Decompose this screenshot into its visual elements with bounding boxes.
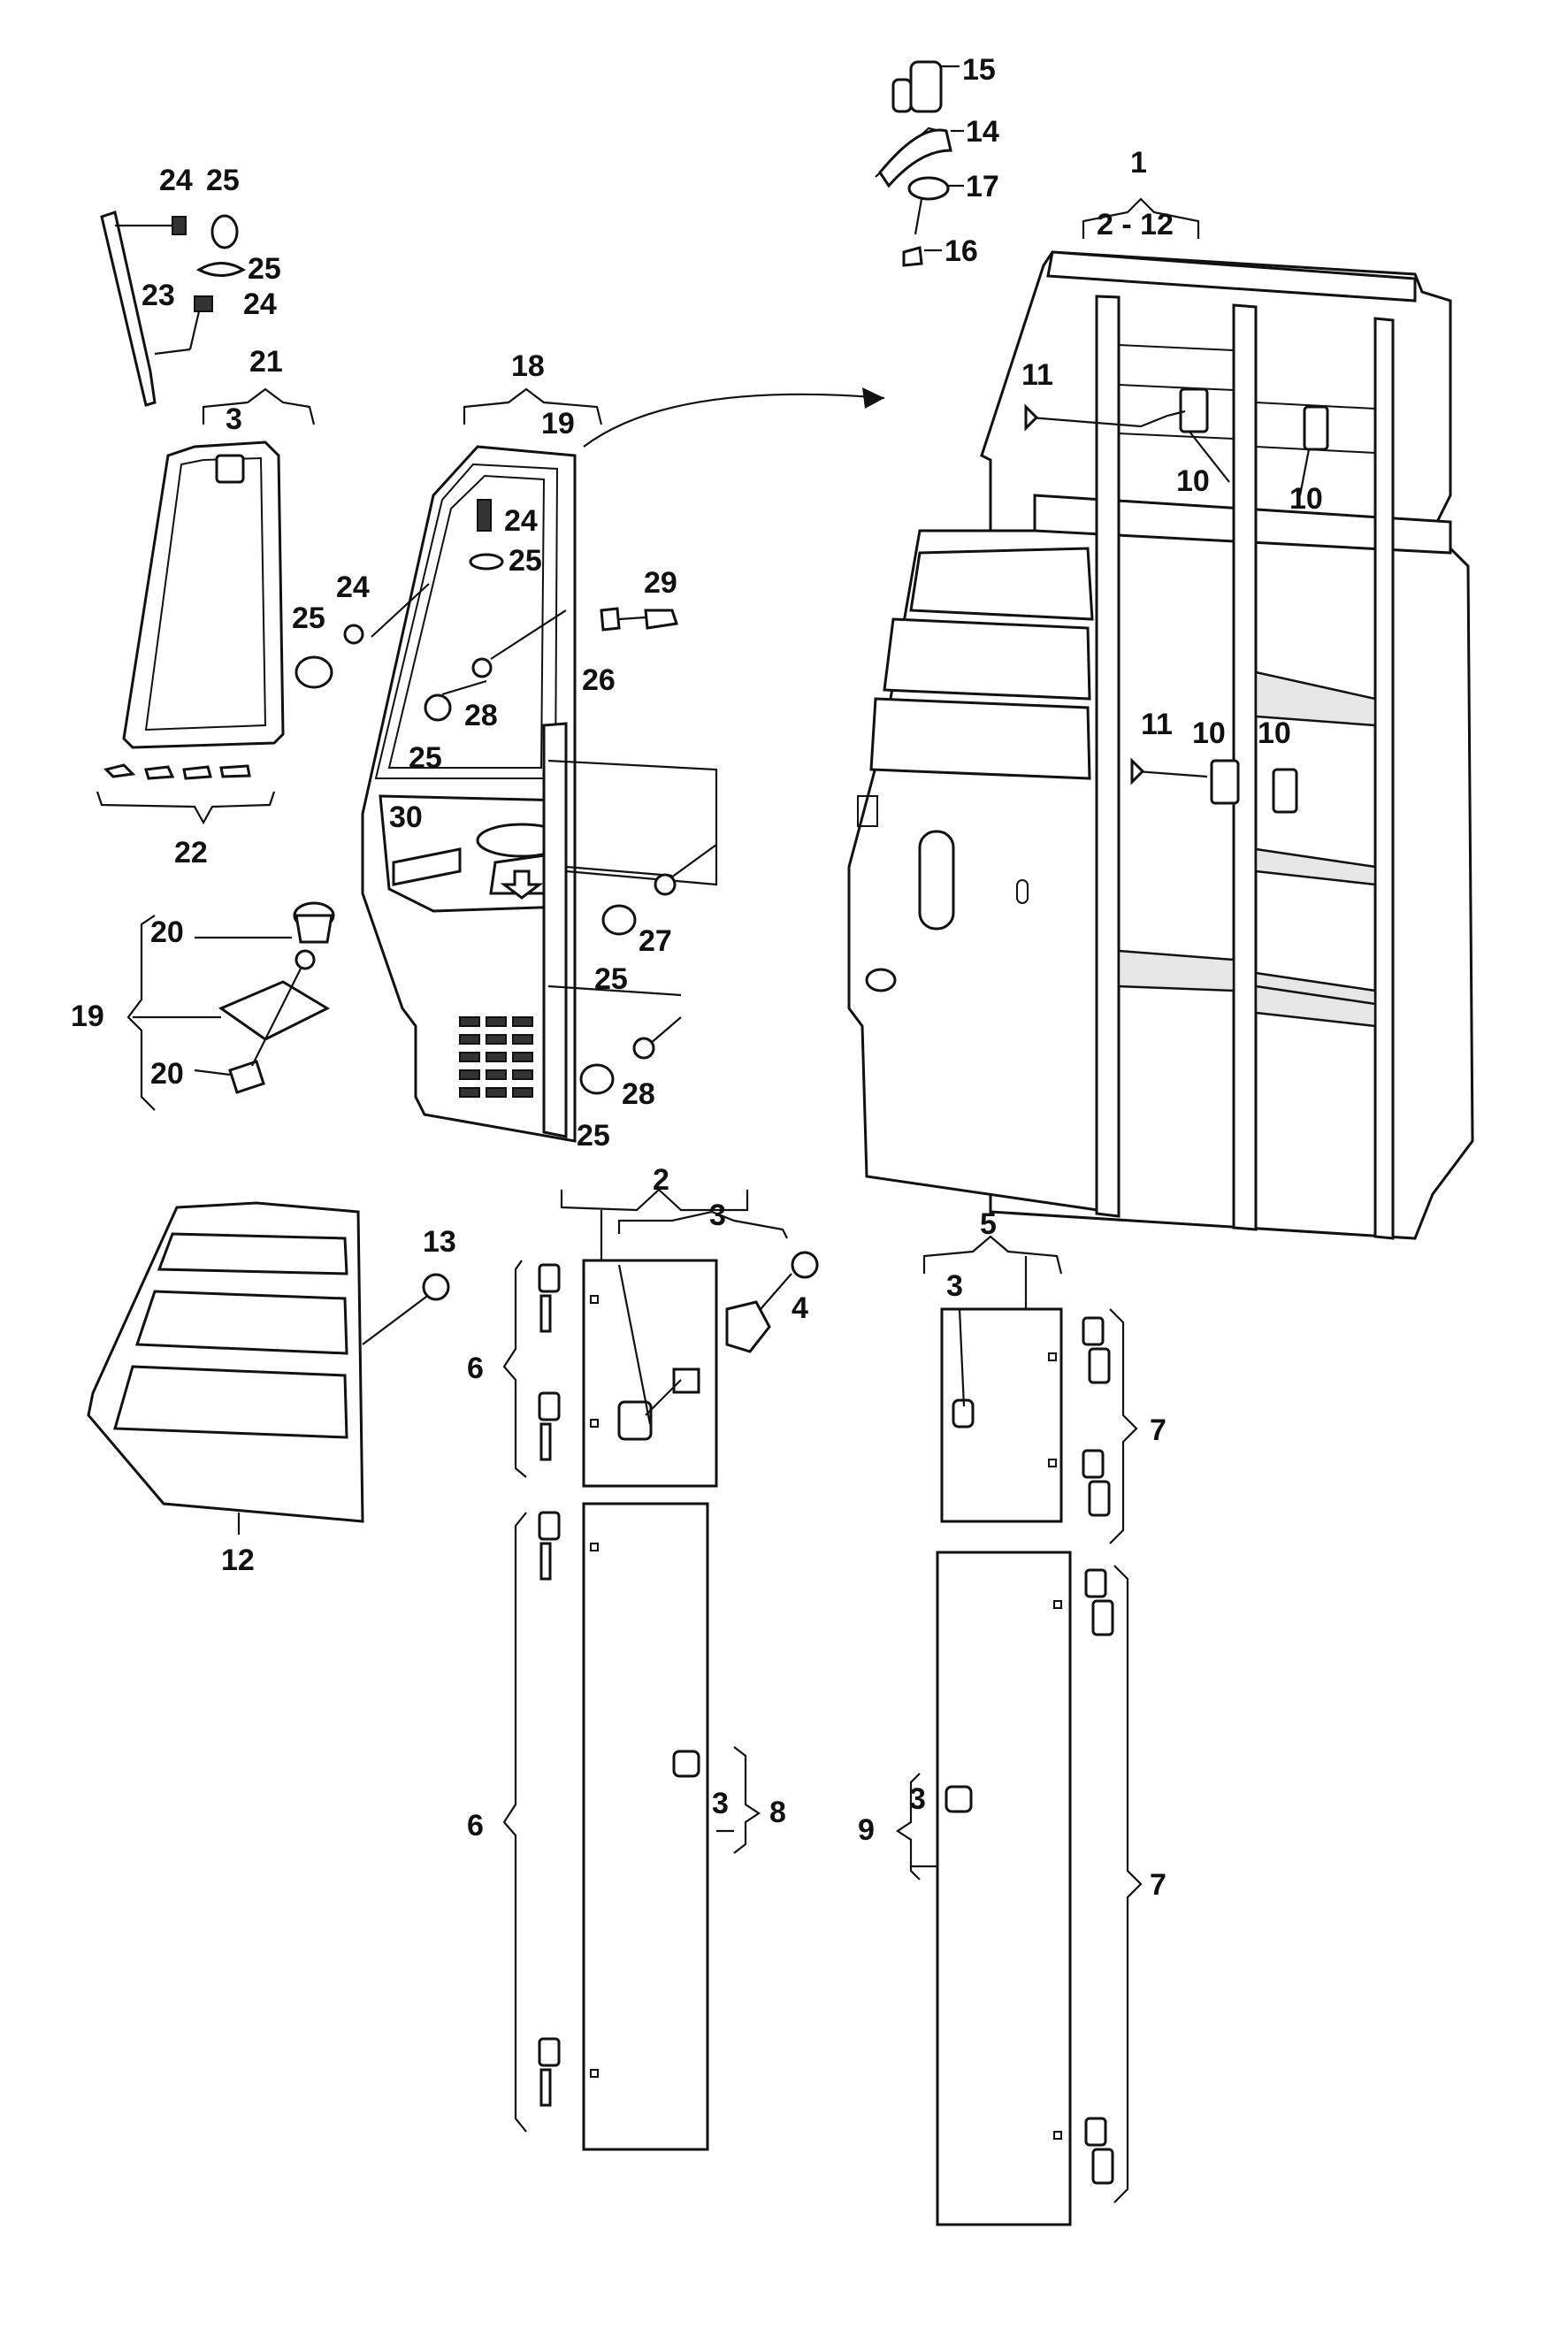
callout-24: 24 bbox=[243, 287, 277, 321]
bracket-23-group bbox=[100, 211, 247, 407]
callout-2: 2 bbox=[653, 1163, 669, 1197]
callout-16: 16 bbox=[945, 234, 978, 268]
callout-25: 25 bbox=[248, 252, 281, 286]
callout-29: 29 bbox=[644, 566, 677, 600]
callout-11: 11 bbox=[1021, 358, 1053, 392]
callout-10: 10 bbox=[1176, 464, 1210, 498]
callout-13: 13 bbox=[423, 1225, 456, 1259]
vent-slots bbox=[459, 1016, 533, 1098]
door-lower-left bbox=[502, 1502, 761, 2151]
door-panel-18 bbox=[361, 387, 718, 1143]
callout-6: 6 bbox=[467, 1809, 484, 1842]
callout-20: 20 bbox=[150, 915, 184, 949]
callout-3: 3 bbox=[946, 1269, 963, 1303]
callout-3: 3 bbox=[709, 1199, 726, 1232]
callout-12: 12 bbox=[221, 1544, 255, 1577]
door-5-upper bbox=[922, 1235, 1138, 1544]
callout-7: 7 bbox=[1150, 1868, 1166, 1902]
callout-25: 25 bbox=[577, 1119, 610, 1153]
callout-17: 17 bbox=[966, 170, 999, 203]
callout-10: 10 bbox=[1289, 482, 1323, 516]
callout-11: 11 bbox=[1141, 708, 1173, 741]
callout-19: 19 bbox=[71, 1000, 104, 1033]
callout-24: 24 bbox=[504, 504, 538, 538]
callout-2-12: 2 - 12 bbox=[1097, 208, 1174, 241]
callout-28: 28 bbox=[622, 1077, 655, 1111]
callout-24: 24 bbox=[336, 571, 370, 604]
door-2-upper bbox=[502, 1188, 819, 1488]
callout-3: 3 bbox=[226, 402, 242, 436]
callout-labels: 1 2 - 12 15 14 17 16 11 10 10 11 10 10 2… bbox=[71, 53, 1323, 1902]
callout-21: 21 bbox=[249, 345, 283, 379]
window-panel-21 bbox=[96, 387, 316, 825]
callout-3: 3 bbox=[909, 1782, 926, 1816]
callout-14: 14 bbox=[966, 115, 999, 149]
callout-25: 25 bbox=[509, 544, 542, 578]
callout-30: 30 bbox=[389, 800, 423, 834]
callout-18: 18 bbox=[511, 349, 545, 383]
callout-9: 9 bbox=[858, 1813, 875, 1847]
partition-assembly bbox=[847, 250, 1474, 1240]
callout-3: 3 bbox=[712, 1787, 729, 1820]
callout-5: 5 bbox=[980, 1207, 997, 1241]
callout-25: 25 bbox=[292, 601, 325, 635]
callout-15: 15 bbox=[962, 53, 996, 87]
callout-19: 19 bbox=[541, 407, 575, 440]
knob-group-19 bbox=[126, 901, 335, 1111]
callout-4: 4 bbox=[792, 1291, 808, 1325]
callout-7: 7 bbox=[1150, 1413, 1166, 1447]
spring-hardware bbox=[875, 60, 964, 267]
callout-24: 24 bbox=[159, 164, 193, 197]
callout-1: 1 bbox=[1130, 146, 1147, 180]
callout-22: 22 bbox=[174, 836, 208, 869]
callout-27: 27 bbox=[639, 924, 672, 958]
callout-25: 25 bbox=[206, 164, 240, 197]
callout-6: 6 bbox=[467, 1352, 484, 1385]
panel-12 bbox=[87, 1201, 450, 1535]
callout-10: 10 bbox=[1258, 716, 1291, 750]
callout-28: 28 bbox=[464, 699, 498, 732]
callout-20: 20 bbox=[150, 1057, 184, 1091]
callout-26: 26 bbox=[582, 663, 616, 697]
callout-25: 25 bbox=[594, 962, 628, 996]
callout-25: 25 bbox=[409, 741, 442, 775]
callout-8: 8 bbox=[769, 1796, 786, 1829]
callout-23: 23 bbox=[142, 279, 175, 312]
door-lower-right bbox=[896, 1551, 1143, 2226]
callout-10: 10 bbox=[1192, 716, 1226, 750]
